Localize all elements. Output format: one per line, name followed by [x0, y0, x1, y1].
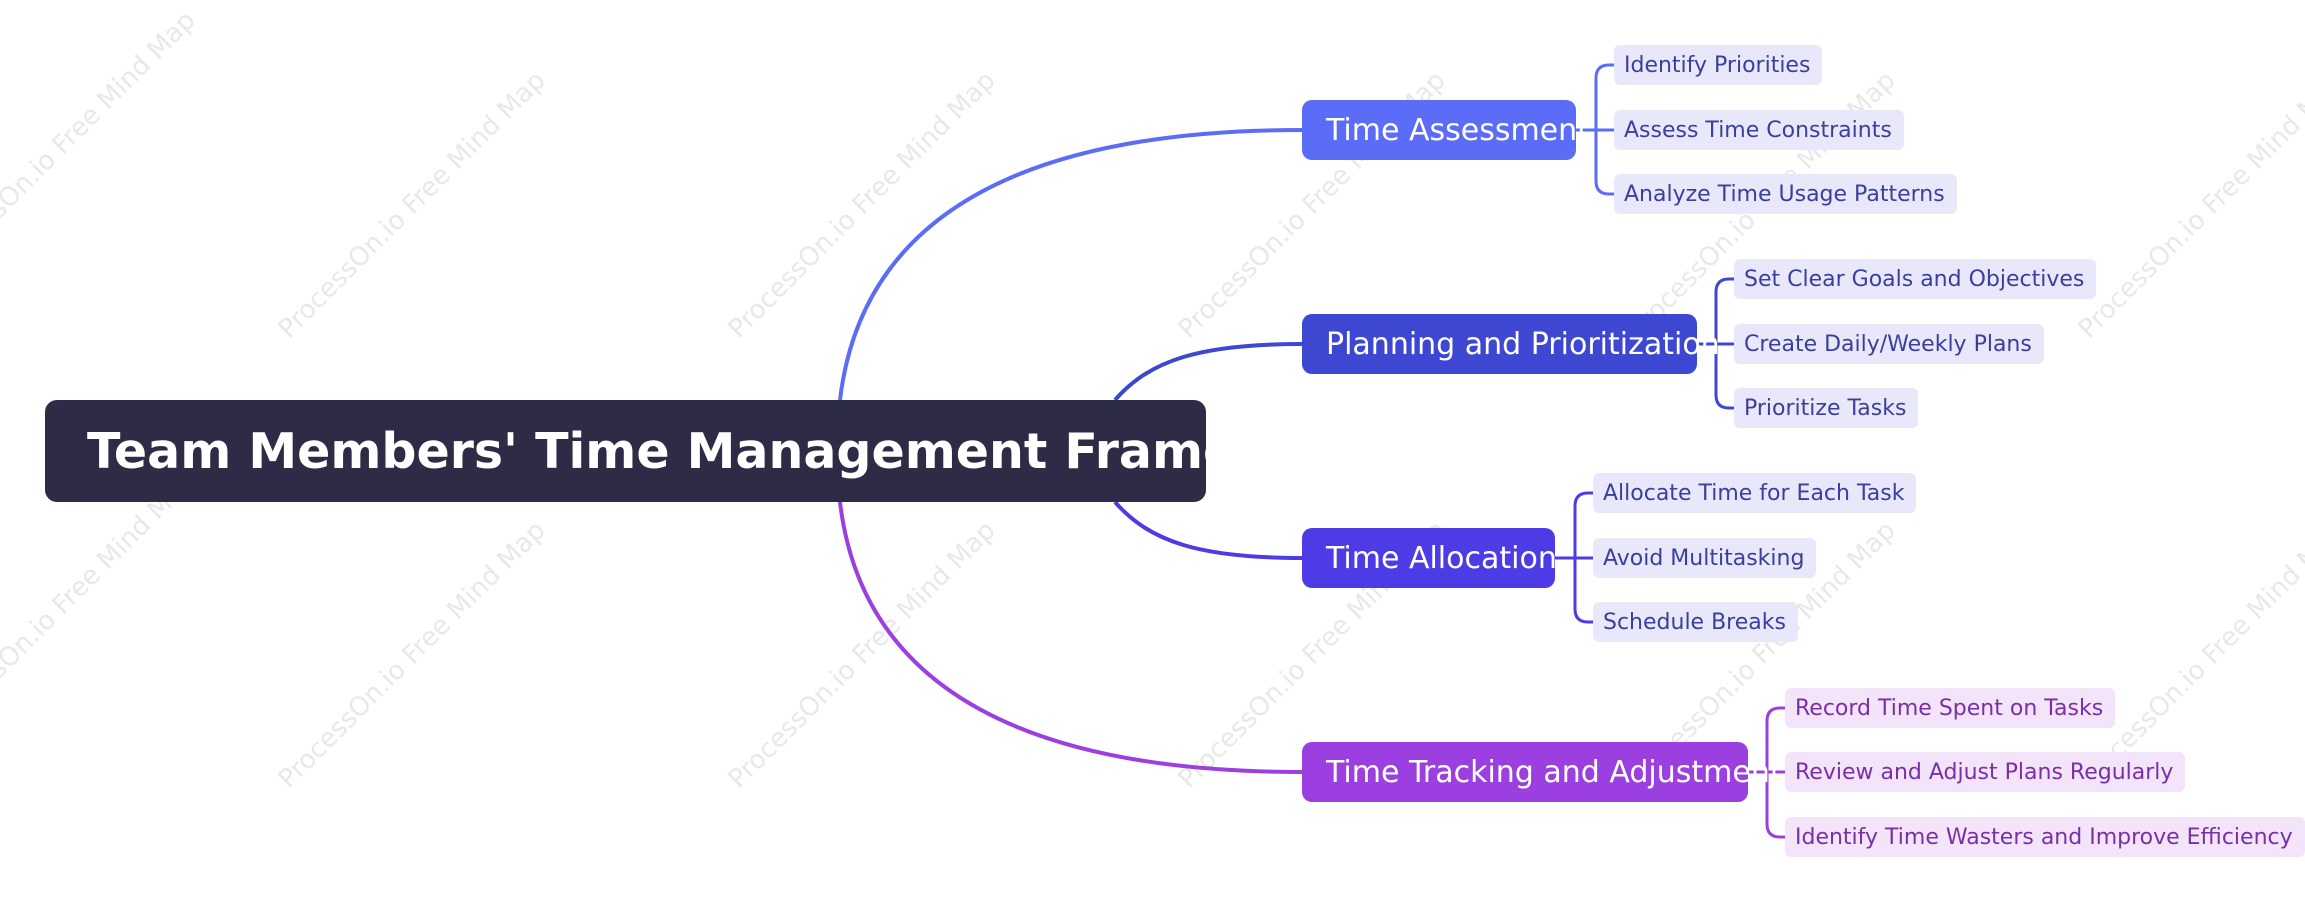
- leaf-assess-time-constraints[interactable]: Assess Time Constraints: [1614, 110, 1904, 150]
- leaf-create-daily-weekly-plans[interactable]: Create Daily/Weekly Plans: [1734, 324, 2044, 364]
- leaf-record-time-spent[interactable]: Record Time Spent on Tasks: [1785, 688, 2116, 728]
- leaf-analyze-time-usage-patterns[interactable]: Analyze Time Usage Patterns: [1614, 174, 1957, 214]
- leaf-label: Prioritize Tasks: [1744, 395, 1907, 421]
- leaf-set-clear-goals[interactable]: Set Clear Goals and Objectives: [1734, 259, 2097, 299]
- branch-time-allocation[interactable]: Time Allocation: [1302, 528, 1557, 588]
- leaf-prioritize-tasks[interactable]: Prioritize Tasks: [1734, 388, 1919, 428]
- link-planning-children: [1697, 277, 1734, 410]
- link-time-assessment-children: [1576, 63, 1614, 196]
- link-time-tracking-children: [1748, 706, 1785, 839]
- leaf-label: Allocate Time for Each Task: [1603, 480, 1905, 506]
- leaf-label: Create Daily/Weekly Plans: [1744, 331, 2032, 357]
- leaf-label: Set Clear Goals and Objectives: [1744, 266, 2085, 292]
- leaf-label: Identify Time Wasters and Improve Effici…: [1795, 824, 2293, 850]
- root-node[interactable]: Team Members' Time Management Framework: [45, 400, 1372, 502]
- leaf-label: Record Time Spent on Tasks: [1795, 695, 2104, 721]
- link-root-time-tracking: [838, 501, 1303, 774]
- link-root-time-allocation: [1113, 500, 1303, 560]
- leaf-identify-time-wasters[interactable]: Identify Time Wasters and Improve Effici…: [1785, 817, 2305, 857]
- leaf-identify-priorities[interactable]: Identify Priorities: [1614, 45, 1823, 85]
- leaf-review-and-adjust-plans[interactable]: Review and Adjust Plans Regularly: [1785, 752, 2186, 792]
- branch-planning-and-prioritization[interactable]: Planning and Prioritization: [1302, 314, 1720, 374]
- leaf-label: Avoid Multitasking: [1603, 545, 1805, 571]
- leaf-label: Review and Adjust Plans Regularly: [1795, 759, 2174, 785]
- branch-time-tracking-and-adjustment[interactable]: Time Tracking and Adjustment: [1302, 742, 1782, 802]
- branch-label: Planning and Prioritization: [1326, 326, 1720, 362]
- branch-label: Time Assessment: [1326, 112, 1589, 148]
- root-label: Team Members' Time Management Framework: [87, 422, 1372, 480]
- leaf-schedule-breaks[interactable]: Schedule Breaks: [1593, 602, 1798, 642]
- branch-time-assessment[interactable]: Time Assessment: [1302, 100, 1589, 160]
- branch-label: Time Tracking and Adjustment: [1326, 754, 1782, 790]
- leaf-label: Analyze Time Usage Patterns: [1624, 181, 1945, 207]
- leaf-label: Schedule Breaks: [1603, 609, 1786, 635]
- leaf-label: Identify Priorities: [1624, 52, 1811, 78]
- branch-label: Time Allocation: [1326, 540, 1557, 576]
- leaf-label: Assess Time Constraints: [1624, 117, 1892, 143]
- leaf-allocate-time[interactable]: Allocate Time for Each Task: [1593, 473, 1917, 513]
- link-root-planning: [1113, 342, 1303, 402]
- link-time-allocation-children: [1555, 491, 1593, 624]
- link-root-time-assessment: [838, 128, 1303, 401]
- leaf-avoid-multitasking[interactable]: Avoid Multitasking: [1593, 538, 1817, 578]
